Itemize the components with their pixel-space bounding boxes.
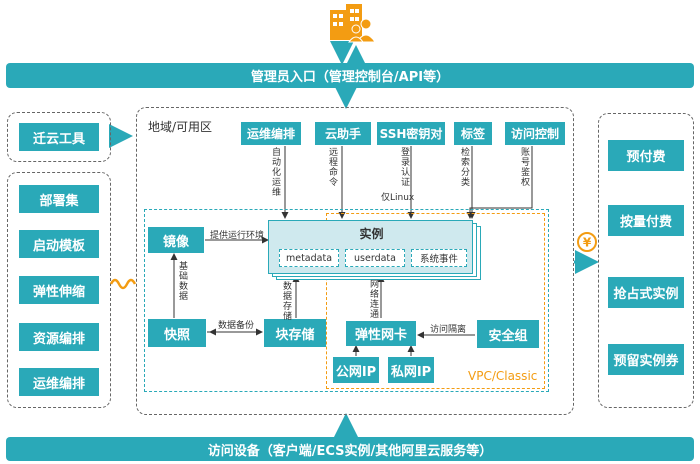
note-account-auth: 账号鉴权: [520, 148, 530, 188]
access-device-bar: 访问设备（客户端/ECS实例/其他阿里云服务等）: [6, 437, 694, 461]
instance-title: 实例: [359, 227, 384, 241]
region-zone-label: 地域/可用区: [148, 120, 213, 134]
public-ip-box: 公网IP: [333, 357, 379, 383]
note-login-auth: 登录认证: [400, 148, 410, 188]
migrate-tool-box: 迁云工具: [19, 123, 99, 151]
service-access-control: 访问控制: [505, 122, 565, 145]
billing-subscription: 预付费: [608, 140, 684, 171]
core-area: [144, 209, 549, 392]
svg-text:¥: ¥: [583, 236, 592, 250]
left-item-launch-template: 启动模板: [19, 230, 99, 258]
edge-data-backup: 数据备份: [218, 321, 255, 331]
private-ip-box: 私网IP: [388, 357, 434, 383]
billing-reserved-instance: 预留实例券: [608, 344, 684, 375]
security-group-box: 安全组: [477, 320, 539, 348]
instance-item-system-events: 系统事件: [411, 249, 467, 267]
service-ops-orchestration: 运维编排: [241, 122, 301, 145]
building-users-icon: [322, 2, 380, 46]
edge-data-storage: 数据存储: [282, 282, 292, 322]
edge-net-connect: 网络连通: [369, 280, 379, 320]
block-storage-box: 块存储: [264, 319, 326, 347]
admin-entry-label: 管理员入口（管理控制台/API等）: [250, 70, 450, 85]
snapshot-box: 快照: [148, 319, 206, 347]
wave-icon: [110, 277, 136, 291]
billing-pay-as-you-go: 按量付费: [608, 205, 684, 236]
left-item-deployment-set: 部署集: [19, 185, 99, 213]
edge-provide-env: 提供运行环境: [210, 231, 265, 241]
note-search-category: 检索分类: [460, 148, 470, 188]
service-tag: 标签: [454, 122, 492, 145]
left-item-ops-orchestration: 运维编排: [19, 368, 99, 396]
vpc-label: VPC/Classic: [468, 369, 538, 383]
access-device-label: 访问设备（客户端/ECS实例/其他阿里云服务等）: [207, 443, 493, 459]
instance-item-userdata: userdata: [345, 249, 405, 267]
billing-preemptible: 抢占式实例: [608, 277, 684, 308]
billing-panel: 预付费 按量付费 抢占式实例 预留实例券: [598, 113, 694, 408]
image-box: 镜像: [148, 227, 204, 253]
service-cloud-assistant: 云助手: [315, 122, 371, 145]
edge-access-isolation: 访问隔离: [430, 325, 467, 335]
migrate-tool-panel: 迁云工具: [7, 112, 111, 162]
note-remote-command: 远程命令: [328, 148, 338, 188]
instance-item-metadata: metadata: [279, 249, 339, 267]
left-item-resource-orchestration: 资源编排: [19, 323, 99, 351]
eni-box: 弹性网卡: [346, 321, 416, 346]
edge-base-data: 基础数据: [178, 262, 188, 302]
vpc-area: [326, 213, 545, 389]
service-ssh-keypair: SSH密钥对: [377, 122, 445, 145]
left-tools-panel: 部署集 启动模板 弹性伸缩 资源编排 运维编排: [7, 172, 111, 408]
admin-entry-bar: 管理员入口（管理控制台/API等）: [6, 63, 694, 88]
yen-coin-icon: ¥: [577, 232, 597, 252]
note-automated-ops: 自动化运维: [271, 148, 281, 198]
left-item-auto-scaling: 弹性伸缩: [19, 276, 99, 304]
region-zone-panel: [136, 107, 574, 415]
instance-box: 实例 metadata userdata 系统事件: [268, 220, 473, 274]
note-linux-only: 仅Linux: [381, 193, 415, 203]
